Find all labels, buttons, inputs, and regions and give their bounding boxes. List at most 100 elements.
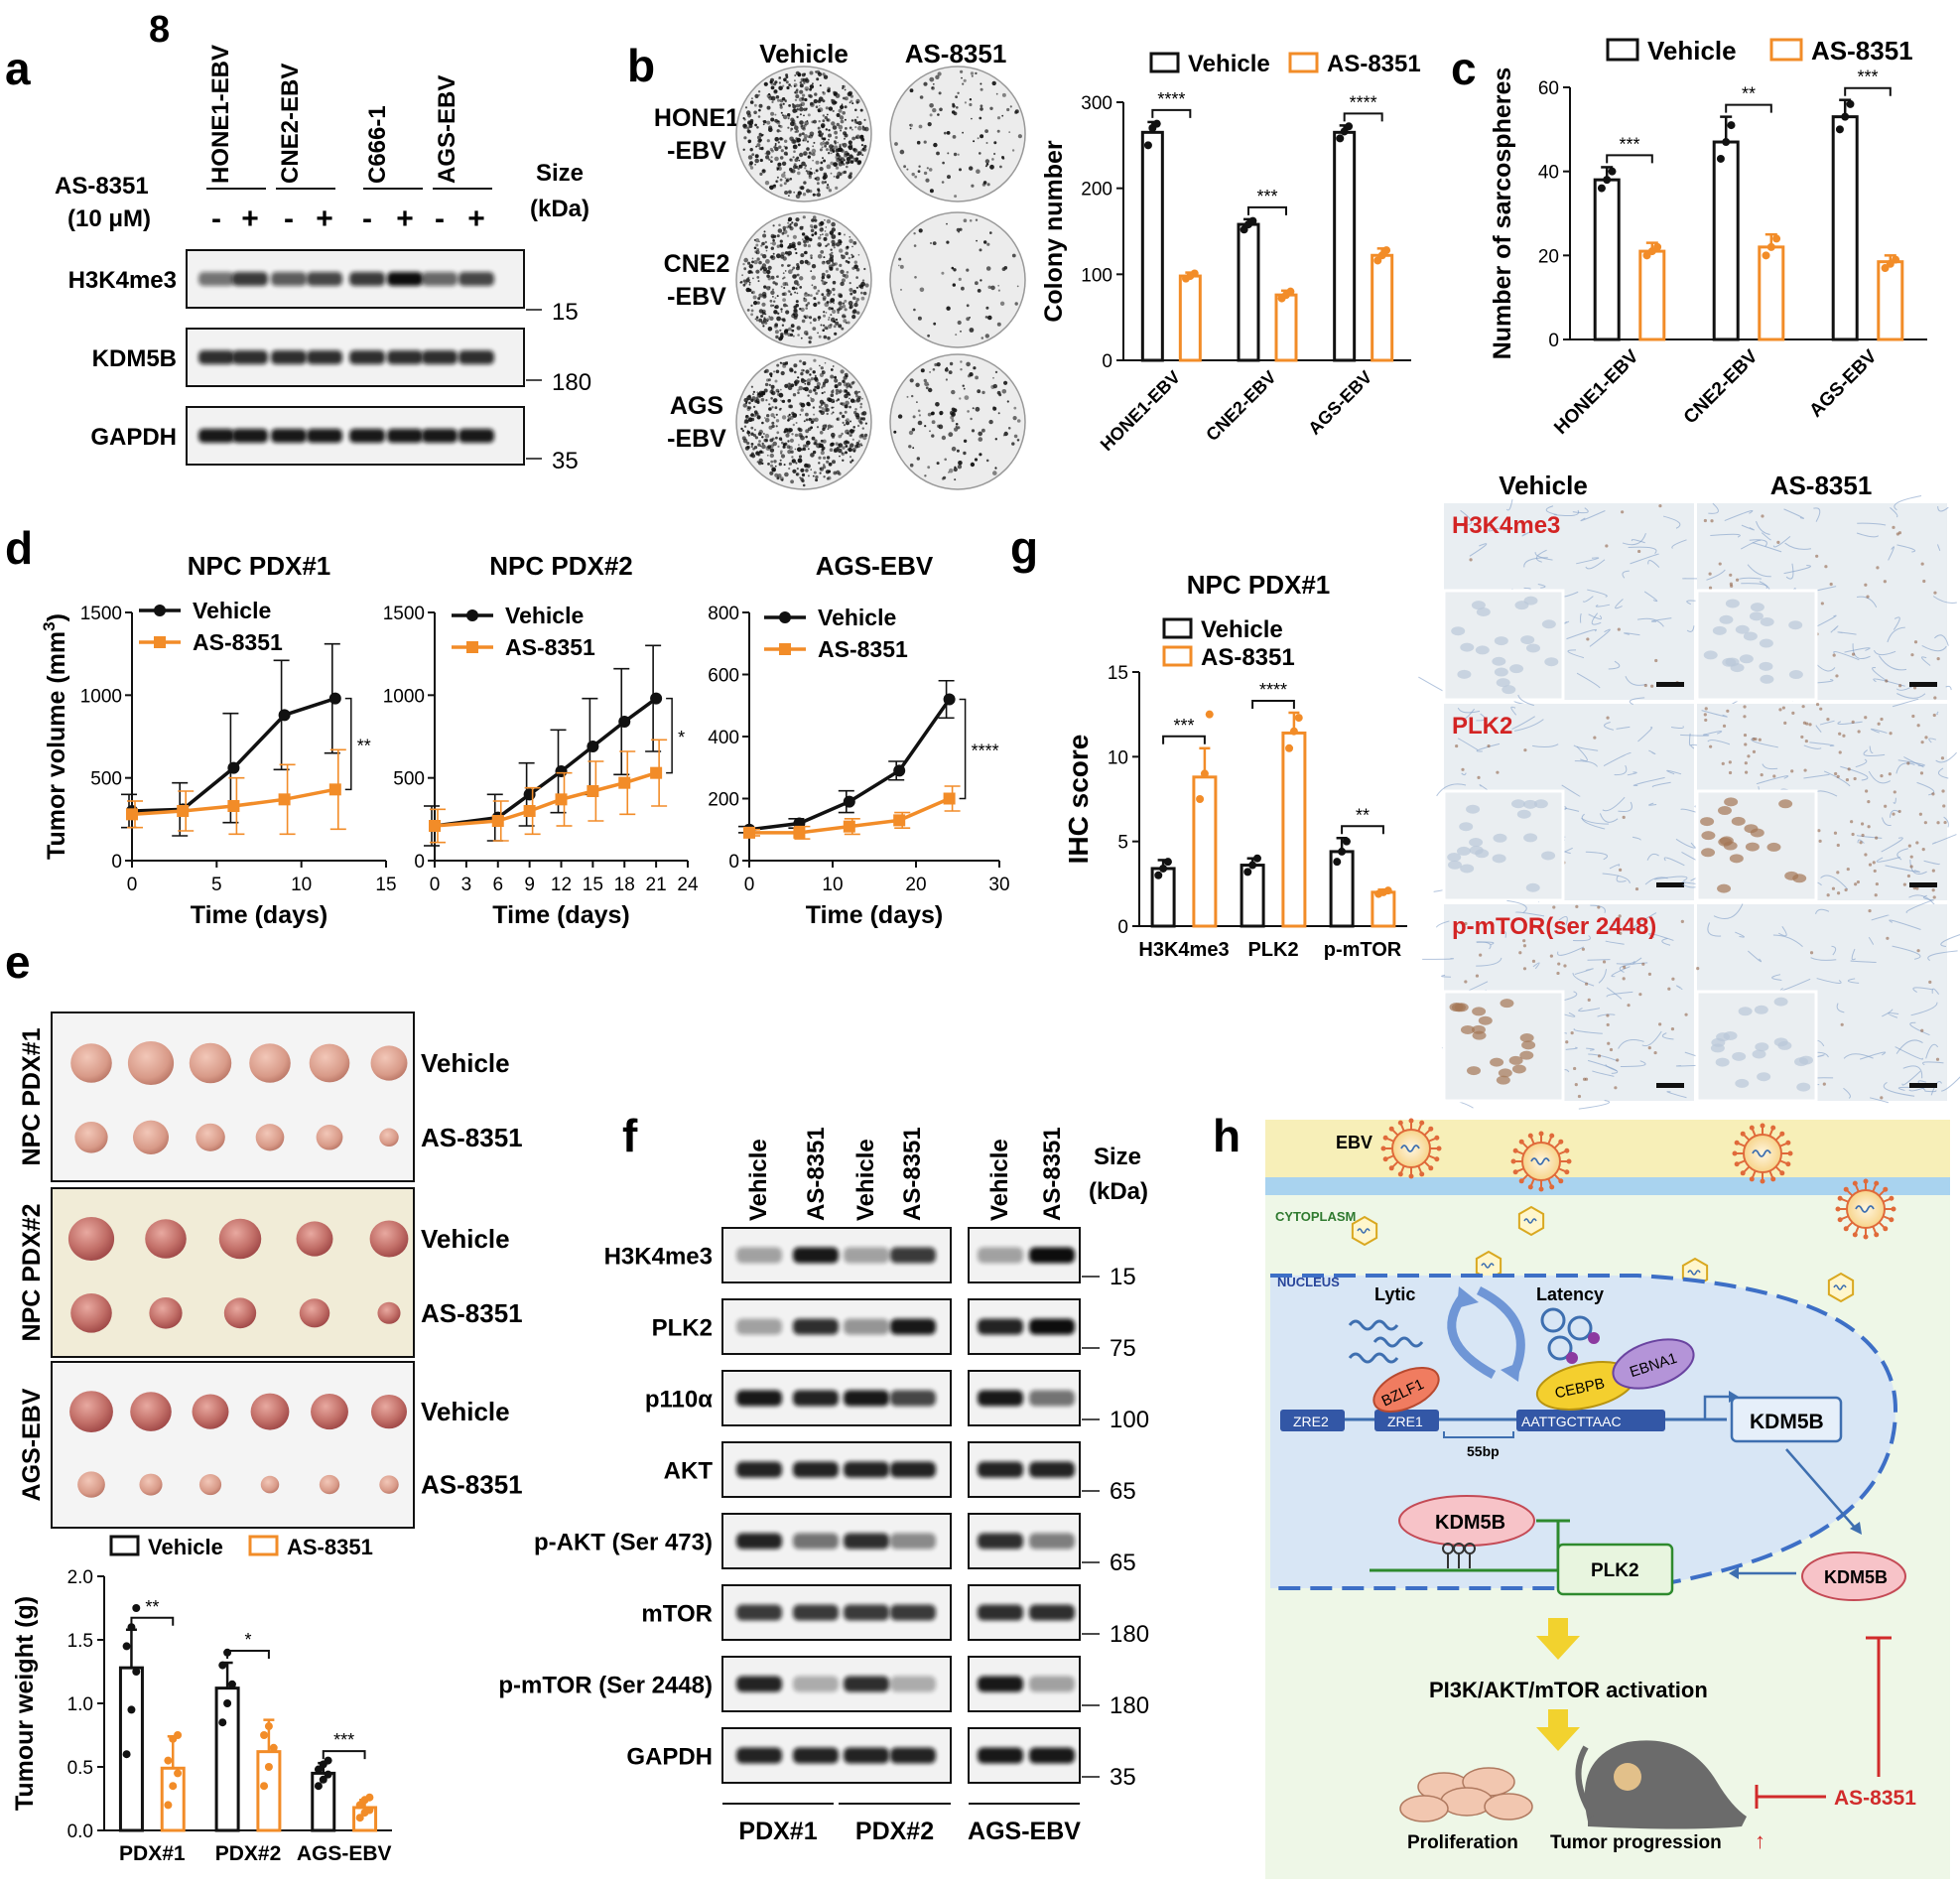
virion-spike-tip xyxy=(1837,1217,1843,1223)
colony-dot xyxy=(811,218,815,222)
colony-dot xyxy=(795,300,799,304)
ihc-fiber xyxy=(1435,920,1450,928)
virion-spike-tip xyxy=(1388,1126,1394,1132)
ihc-cell xyxy=(1456,846,1471,856)
legend-marker xyxy=(154,605,166,616)
data-point xyxy=(523,805,536,817)
significance-mark: * xyxy=(678,728,685,747)
ihc-nucleus xyxy=(1744,742,1748,746)
colony-dot xyxy=(781,161,787,166)
x-tick-label: AGS-EBV xyxy=(297,1842,392,1865)
colony-dot xyxy=(842,414,846,419)
colony-dot xyxy=(756,126,759,129)
ihc-nucleus xyxy=(1667,987,1671,991)
colony-dot xyxy=(764,417,766,419)
colony-dot xyxy=(799,106,804,112)
colony-dot xyxy=(812,450,817,455)
ihc-nucleus xyxy=(1475,974,1480,978)
ihc-nucleus xyxy=(1931,869,1935,873)
ihc-fiber xyxy=(1585,851,1608,861)
x-tick-label: 0 xyxy=(127,875,138,895)
colony-dot xyxy=(790,324,795,329)
data-point xyxy=(319,1775,327,1784)
colony-dot xyxy=(970,462,976,468)
ihc-cell xyxy=(1475,645,1490,655)
ihc-fiber xyxy=(1686,625,1695,632)
colony-dot xyxy=(831,121,836,126)
ihc-fiber xyxy=(1648,933,1674,941)
group-label: PDX#2 xyxy=(855,1818,934,1845)
data-point xyxy=(618,716,631,728)
colony-dot xyxy=(820,324,823,327)
colony-dot xyxy=(765,259,770,264)
ihc-cell xyxy=(1731,816,1746,826)
blot-band xyxy=(736,1461,782,1478)
colony-dot xyxy=(834,448,839,453)
colony-dot xyxy=(816,426,820,429)
colony-dot xyxy=(757,139,762,143)
ihc-fiber xyxy=(1747,564,1771,578)
colony-dot xyxy=(833,325,837,329)
colony-dot xyxy=(795,70,800,75)
colony-dot xyxy=(1013,406,1017,410)
colony-dot xyxy=(917,316,922,321)
colony-dot xyxy=(996,129,1000,133)
colony-dot xyxy=(832,287,836,292)
colony-dot xyxy=(766,139,770,143)
colony-dot xyxy=(794,74,797,76)
colony-dot xyxy=(933,322,937,326)
data-point xyxy=(587,785,599,797)
data-point xyxy=(1383,886,1392,895)
colony-dot xyxy=(985,142,988,144)
ihc-fiber xyxy=(1892,945,1921,960)
colony-dot xyxy=(842,86,845,89)
ihc-fiber xyxy=(1630,553,1659,565)
colony-dot xyxy=(942,161,945,165)
colony-dot xyxy=(776,295,779,298)
colony-dot xyxy=(778,85,783,91)
ihc-fiber xyxy=(1589,628,1611,647)
colony-dot xyxy=(835,442,839,446)
legend-label: Vehicle xyxy=(1201,616,1283,643)
data-point xyxy=(1345,122,1354,131)
colony-dot xyxy=(804,167,807,170)
colony-dot xyxy=(863,118,866,121)
ihc-nucleus xyxy=(1895,532,1899,536)
colony-dot xyxy=(824,230,827,232)
colony-dot xyxy=(815,292,819,295)
data-point xyxy=(365,1806,374,1815)
colony-dot xyxy=(899,264,904,269)
colony-dot xyxy=(849,397,850,400)
colony-dot xyxy=(807,474,810,477)
ihc-fiber xyxy=(1513,719,1544,732)
mouse-icon xyxy=(1575,1740,1747,1829)
y-tick-label: 2.0 xyxy=(67,1567,93,1588)
colony-dot xyxy=(780,335,784,338)
colony-dot xyxy=(762,169,765,172)
colony-dot xyxy=(787,126,790,129)
blot-band xyxy=(232,350,268,364)
colony-dot xyxy=(845,451,848,455)
colony-dot xyxy=(778,462,782,467)
colony-dot xyxy=(789,158,792,162)
blot-band xyxy=(844,1747,889,1764)
colony-dot xyxy=(779,130,782,132)
blot-band xyxy=(793,1247,839,1264)
colony-dot xyxy=(838,381,843,386)
colony-dot xyxy=(821,445,824,448)
colony-dot xyxy=(755,251,758,254)
colony-dot xyxy=(806,378,812,384)
ihc-fiber xyxy=(1503,931,1506,938)
ihc-nucleus xyxy=(1781,706,1785,710)
ihc-nucleus xyxy=(1464,980,1468,984)
ihc-nucleus xyxy=(1619,868,1623,872)
scale-bar xyxy=(1909,1083,1937,1088)
plate-disc xyxy=(889,66,1026,202)
colony-dot xyxy=(963,387,966,390)
blot-band xyxy=(793,1747,839,1764)
ihc-fiber xyxy=(1675,985,1683,991)
ihc-fiber xyxy=(1625,676,1647,686)
lane-label: Vehicle xyxy=(986,1139,1013,1221)
